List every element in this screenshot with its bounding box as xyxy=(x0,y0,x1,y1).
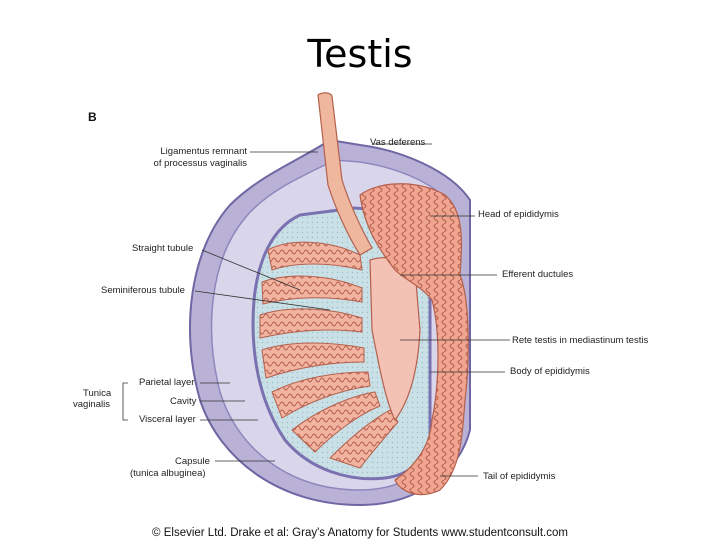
copyright-caption: © Elsevier Ltd. Drake et al: Gray's Anat… xyxy=(152,527,568,539)
label-capsule-1: Capsule xyxy=(175,456,210,467)
label-capsule-2: (tunica albuginea) xyxy=(130,468,206,479)
label-visceral-layer: Visceral layer xyxy=(139,414,196,425)
label-cavity: Cavity xyxy=(170,396,197,407)
label-ligamentous-remnant-2: of processus vaginalis xyxy=(153,158,247,169)
label-seminiferous-tubule: Seminiferous tubule xyxy=(101,285,185,296)
label-parietal-layer: Parietal layer xyxy=(139,377,195,388)
slide-title: Testis xyxy=(307,32,413,76)
seminiferous-tubules xyxy=(259,241,399,469)
label-tail-of-epididymis: Tail of epididymis xyxy=(483,471,556,482)
label-vas-deferens: Vas deferens xyxy=(370,137,426,148)
epididymis xyxy=(359,183,469,495)
label-tunica-vaginalis-1: Tunica xyxy=(83,388,112,399)
label-efferent-ductules: Efferent ductules xyxy=(502,269,574,280)
panel-letter: B xyxy=(88,110,97,124)
vas-deferens xyxy=(317,92,373,256)
label-head-of-epididymis: Head of epididymis xyxy=(478,209,559,220)
label-body-of-epididymis: Body of epididymis xyxy=(510,366,590,377)
label-rete-testis: Rete testis in mediastinum testis xyxy=(512,335,649,346)
label-tunica-vaginalis-2: vaginalis xyxy=(73,399,110,410)
label-straight-tubule: Straight tubule xyxy=(132,243,194,254)
label-ligamentous-remnant-1: Ligamentus remnant xyxy=(160,146,247,157)
